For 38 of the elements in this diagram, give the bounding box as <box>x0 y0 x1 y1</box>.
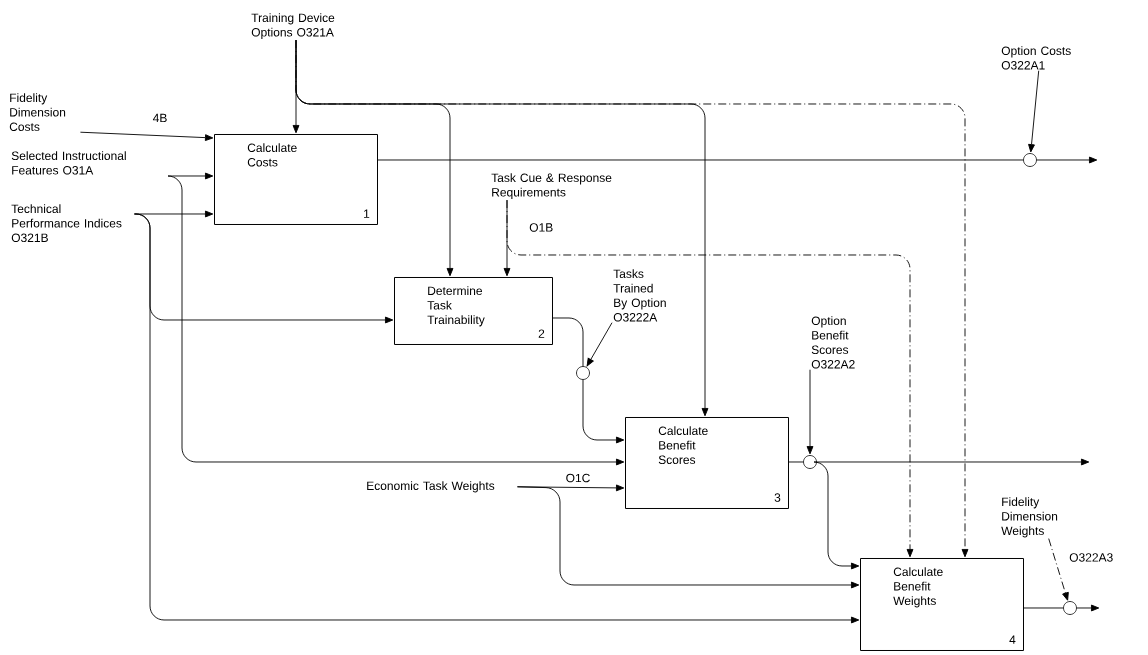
edge-label: O1C <box>564 472 592 484</box>
arrow <box>295 39 969 558</box>
arrow <box>506 199 914 558</box>
flow-label: Task Cue & Response Requirements <box>491 173 612 199</box>
arrow <box>516 486 860 589</box>
flow-label: Fidelity Dimension Weights <box>1001 497 1058 538</box>
flow-code: O1B <box>529 223 553 232</box>
leader-line <box>1028 70 1040 153</box>
arrow <box>171 172 214 180</box>
arrow <box>167 175 625 466</box>
leader-line <box>586 322 613 367</box>
tunnel-mark <box>1063 601 1077 615</box>
flow-code: O322A3 <box>1069 553 1113 562</box>
arrow <box>582 379 625 444</box>
process-box: Calculate Costs 1 <box>214 134 378 225</box>
flow-label: Fidelity Dimension Costs <box>9 93 66 131</box>
leader-line <box>806 369 814 455</box>
arrow <box>79 131 214 142</box>
flow-label: Selected Instructional Features O31A <box>11 151 126 175</box>
tunnel-mark <box>803 455 817 469</box>
leader-line <box>1048 538 1069 601</box>
flow-label: Training Device Options O321A <box>251 13 335 39</box>
process-box: Determine Task Trainability 2 <box>394 277 553 345</box>
flow-label: Option Benefit Scores O322A2 <box>811 316 855 369</box>
process-box: Calculate Benefit Scores 3 <box>625 417 789 509</box>
arrow <box>816 458 1090 466</box>
flow-label: Economic Task Weights <box>367 481 495 493</box>
arrow <box>133 213 860 624</box>
edge-label: 4B <box>151 112 169 124</box>
arrow <box>813 461 860 570</box>
arrow <box>1076 604 1100 612</box>
flow-label: Technical Performance Indices O321B <box>11 204 122 242</box>
flow-label: Tasks Trained By Option O3222A <box>613 269 666 322</box>
tunnel-mark <box>576 366 590 380</box>
process-box: Calculate Benefit Weights 4 <box>860 558 1024 651</box>
flow-label: Option Costs O322A1 <box>1001 46 1071 70</box>
tunnel-mark <box>1023 153 1037 167</box>
arrow <box>1036 156 1098 164</box>
